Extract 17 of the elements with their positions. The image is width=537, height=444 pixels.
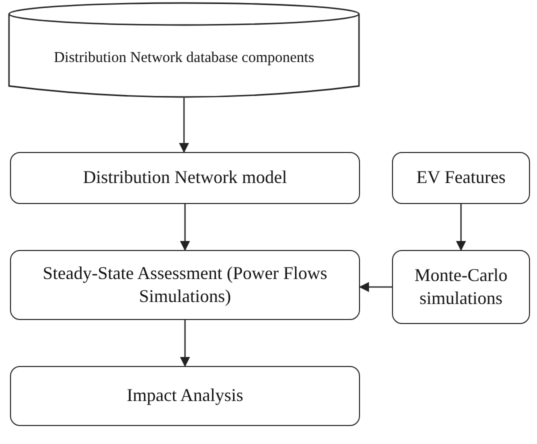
- arrow: [180, 320, 190, 367]
- node-label: Monte-Carlo simulations: [414, 264, 508, 310]
- node-label: Distribution Network model: [83, 166, 287, 190]
- arrow: [180, 204, 190, 251]
- arrow: [179, 98, 189, 153]
- process-box: [392, 250, 530, 324]
- database-cylinder: [8, 2, 360, 98]
- node-label: Impact Analysis: [126, 384, 244, 408]
- arrow: [359, 282, 392, 292]
- process-box: [10, 152, 360, 204]
- node-label: EV Features: [416, 166, 506, 190]
- process-box: [10, 250, 360, 320]
- arrow: [456, 204, 466, 251]
- process-box: [10, 366, 360, 426]
- node-label: Distribution Network database components: [54, 49, 314, 68]
- node-label: Steady-State Assessment (Power Flows Simulations): [42, 262, 328, 308]
- process-box: [392, 152, 530, 204]
